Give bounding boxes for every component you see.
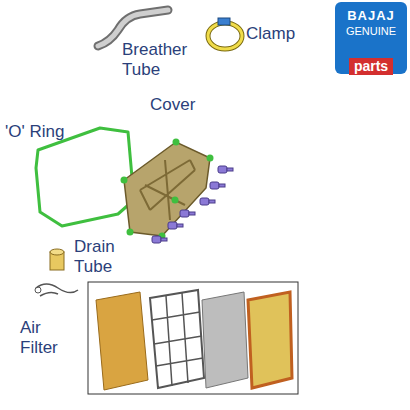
logo-text: BAJAJ [335, 8, 407, 24]
cover [121, 139, 214, 240]
part-label: Air Filter [20, 318, 80, 358]
part-label: Clamp [246, 24, 316, 44]
part-label: Drain Tube [74, 237, 144, 277]
o-ring [36, 128, 134, 226]
bolts [152, 166, 233, 243]
part-label: Breather Tube [122, 40, 202, 80]
air-filter [88, 282, 298, 394]
part-label: 'O' Ring [5, 122, 85, 142]
logo-text: GENUINE [335, 24, 407, 39]
drain-tube [35, 249, 78, 296]
part-label: Cover [150, 95, 220, 115]
logo-text: parts [349, 58, 393, 75]
clamp [208, 18, 242, 49]
brand-logo: BAJAJGENUINE parts [335, 2, 407, 74]
